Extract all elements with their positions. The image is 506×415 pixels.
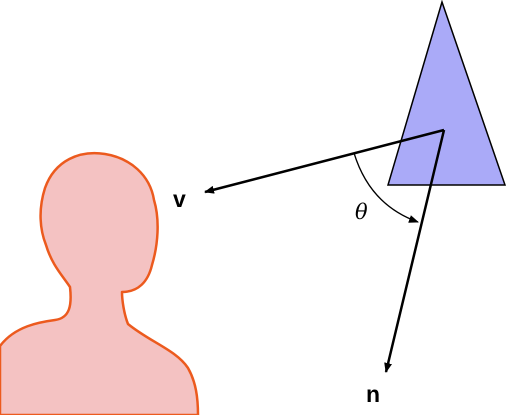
triangle-surface-icon — [386, 0, 506, 186]
angle-arc — [353, 152, 419, 223]
view-vector-label: v — [173, 186, 186, 212]
person-silhouette-icon — [0, 151, 200, 415]
angle-label: θ — [355, 200, 368, 224]
normal-vector-label: n — [366, 381, 380, 407]
view-vector-arrow — [204, 128, 445, 194]
normal-vector-arrow — [384, 129, 446, 373]
